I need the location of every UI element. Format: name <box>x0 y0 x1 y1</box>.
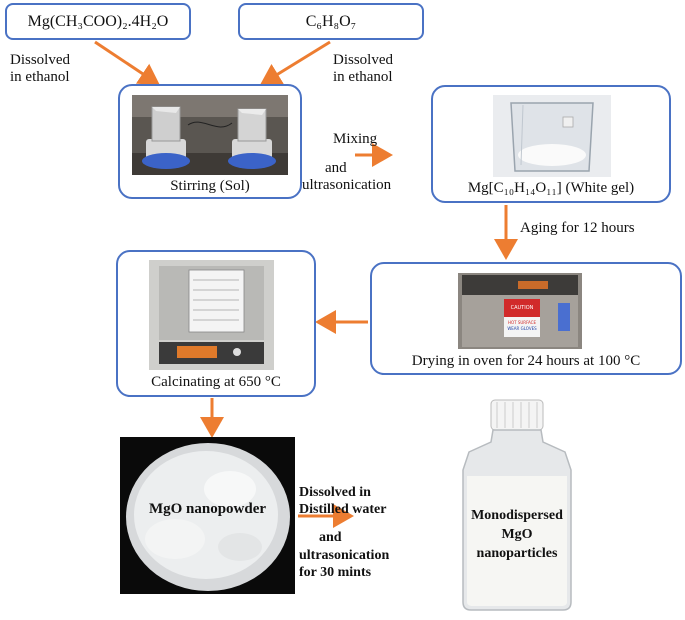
dissolve-water-line2: Distilled water <box>299 502 387 517</box>
dissolve-left-text: Dissolved in ethanol <box>10 52 70 86</box>
reagent-citric-box: C₆H₈O₇ <box>238 3 424 40</box>
arrow-mg-to-stirring <box>94 40 160 86</box>
mgo-powder-photo: MgO nanopowder <box>120 437 295 594</box>
calcinating-box: Calcinating at 650 °C <box>116 250 316 397</box>
furnace-photo <box>149 260 274 370</box>
bottle-label-line3: nanoparticles <box>476 546 558 561</box>
bottle-label-line1: Monodispersed <box>471 508 563 523</box>
reagent-mg-box: Mg(CH₃COO)₂.4H₂O <box>5 3 191 40</box>
drying-box: CAUTION HOT SURFACE WEAR GLOVES Drying i… <box>370 262 682 375</box>
bottle-label: Monodispersed MgO nanoparticles <box>447 506 587 563</box>
reagent-citric-label: C₆H₈O₇ <box>305 13 357 30</box>
caution-sign-line1: HOT SURFACE <box>508 320 537 325</box>
dissolve-right-text: Dissolved in ethanol <box>333 52 393 86</box>
dissolve-right-line2: in ethanol <box>333 69 393 85</box>
stirring-caption: Stirring (Sol) <box>170 178 250 194</box>
dissolve-water-line5: for 30 mints <box>299 565 372 580</box>
drying-caption: Drying in oven for 24 hours at 100 °C <box>411 353 641 369</box>
and-label: and <box>325 160 347 176</box>
bottle-label-line2: MgO <box>501 527 533 542</box>
oven-photo: CAUTION HOT SURFACE WEAR GLOVES <box>458 273 582 349</box>
dissolve-left-line1: Dissolved <box>10 52 70 68</box>
bottle-photo: Monodispersed MgO nanoparticles <box>447 398 587 612</box>
aging-label: Aging for 12 hours <box>520 220 635 236</box>
dissolve-water-line4: ultrasonication <box>299 548 390 563</box>
stirring-box: Stirring (Sol) <box>118 84 302 199</box>
ultrasonication-label: ultrasonication <box>302 177 392 193</box>
white-gel-photo <box>493 95 611 177</box>
caution-sign-title: CAUTION <box>511 305 534 311</box>
dissolve-right-line1: Dissolved <box>333 52 393 68</box>
mixing-label: Mixing <box>333 131 378 147</box>
white-gel-box: Mg[C₁₀H₁₄O₁₁] (White gel) <box>431 85 671 203</box>
dissolve-water-line1: Dissolved in <box>299 485 371 500</box>
calcinating-caption: Calcinating at 650 °C <box>151 374 281 390</box>
white-gel-caption: Mg[C₁₀H₁₄O₁₁] (White gel) <box>467 180 635 196</box>
reagent-mg-label: Mg(CH₃COO)₂.4H₂O <box>27 13 169 30</box>
dissolve-water-and: and <box>319 530 342 545</box>
mgo-powder-label: MgO nanopowder <box>148 501 267 517</box>
caution-sign-line2: WEAR GLOVES <box>507 326 537 331</box>
dissolve-water-text: Dissolved in Distilled water <box>299 484 386 518</box>
dissolve-water-sonication: ultrasonication for 30 mints <box>299 547 389 581</box>
arrow-citric-to-stirring <box>259 40 331 86</box>
stirring-photo <box>132 95 288 175</box>
dissolve-left-line2: in ethanol <box>10 69 70 85</box>
